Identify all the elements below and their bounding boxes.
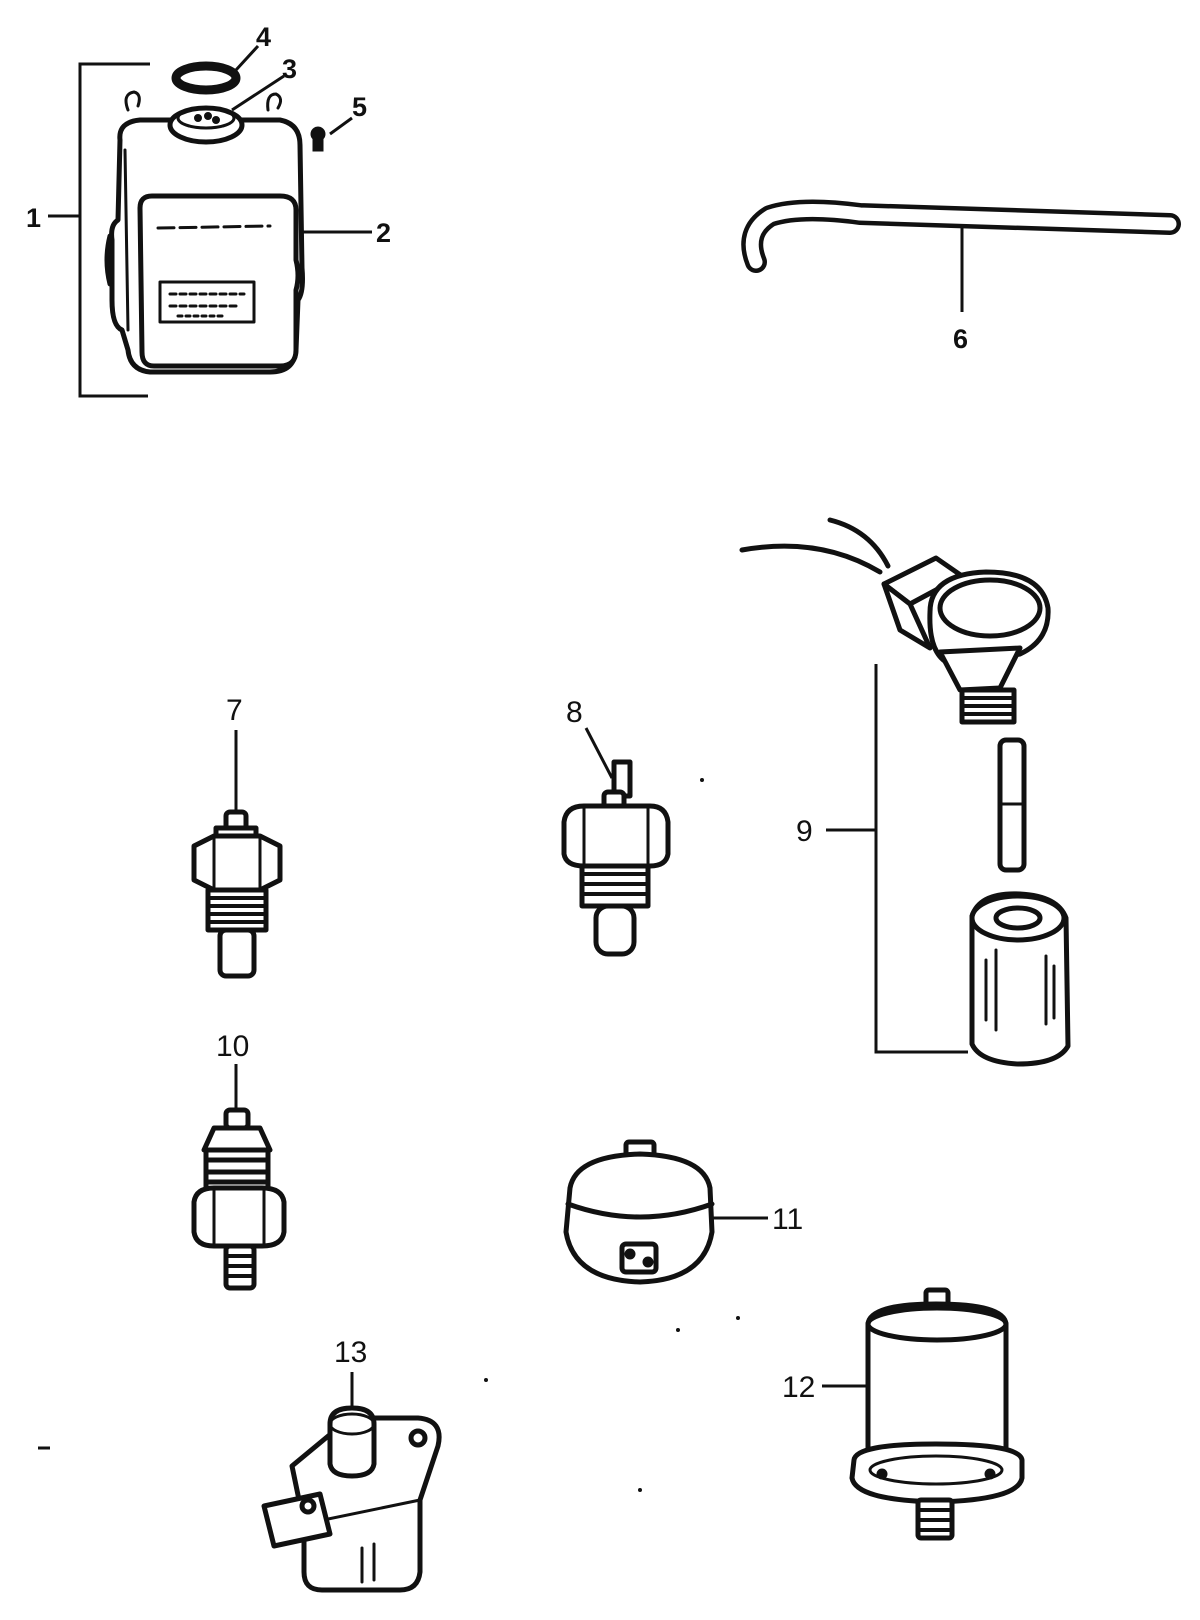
sender-10-rings <box>203 1157 271 1185</box>
hose-part: 6 <box>741 199 1181 354</box>
speck <box>736 1316 740 1320</box>
cap-vent-hole <box>194 114 202 122</box>
sender-7-thread-lines <box>206 896 268 924</box>
reservoir-cap-top <box>176 106 236 130</box>
sender-13-plunger-top <box>328 1412 376 1436</box>
callout-5-leader <box>329 116 353 136</box>
sensor-dome-top <box>937 577 1043 639</box>
flange-detail <box>876 1468 888 1480</box>
callout-3: 3 <box>282 54 297 84</box>
sender-12-port-thread <box>916 1508 954 1532</box>
callout-8-leader <box>584 727 614 779</box>
callout-1-bracket <box>78 62 150 398</box>
callout-9: 9 <box>796 815 813 848</box>
sensor-body-lower <box>937 645 1023 693</box>
sender-7: 7 <box>191 694 283 979</box>
tank-decal <box>158 280 256 324</box>
sensor-float-ribs <box>984 948 1056 1032</box>
tank-hook-left <box>124 90 141 112</box>
flange-detail <box>984 1468 996 1480</box>
sender-11-port-detail <box>624 1248 636 1260</box>
sender-13-plunger <box>327 1405 377 1479</box>
sender-11: 11 <box>563 1139 803 1285</box>
callout-4: 4 <box>256 22 271 52</box>
callout-9-bracket <box>874 664 968 1054</box>
callout-11: 11 <box>772 1203 803 1236</box>
sensor-connector-side <box>881 581 933 651</box>
water-sensor-assembly: 9 <box>739 517 1071 1067</box>
cap-seal-ring <box>171 61 241 95</box>
sensor-thread-lines <box>960 696 1016 716</box>
sender-10: 10 <box>191 1030 287 1291</box>
sender-12-can-top <box>865 1305 1009 1343</box>
tank-hook-right <box>266 92 283 112</box>
sender-13-ribs <box>360 1542 376 1584</box>
sender-8-hex-body <box>561 803 671 869</box>
sender-10-cap <box>201 1125 273 1153</box>
sender-13-mount-hole <box>299 1497 317 1515</box>
sensor-wire <box>739 543 883 575</box>
sender-8: 8 <box>561 696 671 957</box>
sender-11-seam <box>565 1201 715 1220</box>
sender-7-probe <box>217 927 257 979</box>
sender-10-hex <box>191 1185 287 1249</box>
callout-3-leader <box>231 74 285 112</box>
speck <box>484 1378 488 1382</box>
sender-7-hex-nut <box>191 833 283 893</box>
mounting-screw-shank <box>312 134 324 152</box>
callout-10: 10 <box>216 1030 249 1063</box>
sensor-float-bore <box>993 905 1043 931</box>
callout-4-leader <box>234 44 260 72</box>
sender-13: 13 <box>261 1336 442 1593</box>
scan-specks <box>38 778 740 1492</box>
sender-10-port-thread <box>224 1254 256 1278</box>
speck <box>700 778 704 782</box>
reservoir-tank-assembly: 1 2 3 4 5 <box>26 22 391 398</box>
callout-1: 1 <box>26 203 41 233</box>
callout-7: 7 <box>226 694 243 727</box>
sender-8-probe <box>593 903 637 957</box>
sender-13-mount-hole <box>408 1428 428 1448</box>
sender-12: 12 <box>782 1287 1025 1541</box>
tank-max-line <box>156 224 272 230</box>
speck <box>676 1328 680 1332</box>
callout-6: 6 <box>953 324 968 354</box>
callout-5: 5 <box>352 92 367 122</box>
callout-2: 2 <box>376 218 391 248</box>
tank-left-bulge <box>104 233 113 287</box>
cap-vent-hole <box>212 116 220 124</box>
tank-side-edge <box>123 148 130 332</box>
sender-13-tab <box>261 1491 333 1549</box>
sender-10-terminal <box>223 1107 251 1131</box>
sender-11-port-detail <box>642 1256 654 1268</box>
sender-12-flange-ring <box>868 1454 1004 1486</box>
cap-vent-hole <box>204 112 212 120</box>
speck <box>638 1488 642 1492</box>
callout-12: 12 <box>782 1371 815 1404</box>
callout-13: 13 <box>334 1336 367 1369</box>
hose-fill <box>745 203 1177 269</box>
sensor-wire <box>827 517 891 569</box>
sender-8-thread-lines <box>580 872 650 896</box>
callout-8: 8 <box>566 696 583 729</box>
sensor-float-top <box>969 893 1067 943</box>
